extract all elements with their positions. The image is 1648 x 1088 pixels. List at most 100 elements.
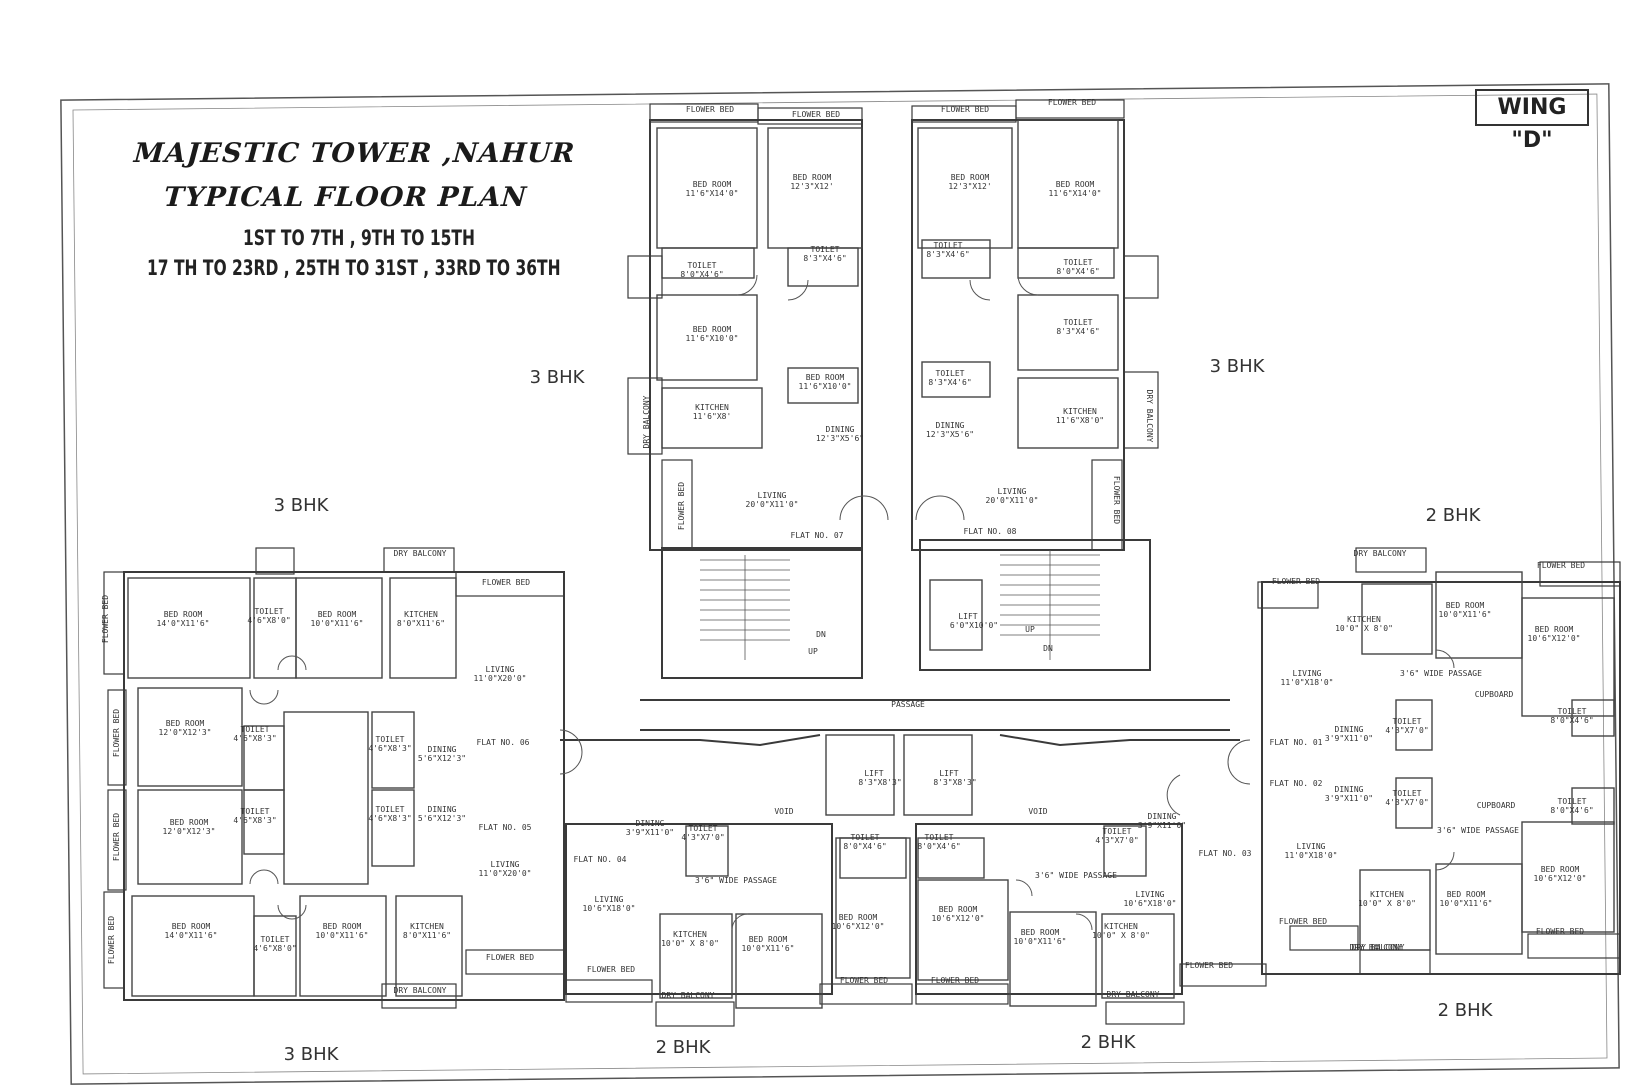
room-size: 8'3"X4'6" xyxy=(928,378,971,387)
stair-up-label: UP xyxy=(1025,625,1035,634)
lift-label: LIFT xyxy=(864,769,883,778)
room-name: DRY BALCONY xyxy=(642,395,651,448)
room-size: 4'6"X8'3" xyxy=(233,816,276,825)
room-size: 11'6"X8' xyxy=(693,412,732,421)
room-name: KITCHEN xyxy=(404,610,438,619)
room-size: 14'0"X11'6" xyxy=(157,619,210,628)
room-size: 10'0"X11'6" xyxy=(1014,937,1067,946)
room-size: 8'0"X4'6" xyxy=(917,842,960,851)
room-size: 3'9"X11'0" xyxy=(626,828,674,837)
room-name: FLOWER BED xyxy=(840,976,888,985)
room-name: TOILET xyxy=(1393,789,1422,798)
room-size: 10'0"X11'6" xyxy=(311,619,364,628)
room-label: FLOWER BED xyxy=(1536,927,1584,936)
inner-border xyxy=(72,93,1608,1075)
room-size: 3'9"X11'0" xyxy=(1325,734,1373,743)
bhk-labels: 3 BHK 3 BHK 3 BHK 3 BHK 2 BHK 2 BHK 2 BH… xyxy=(274,356,1494,1065)
room-label: DRY BALCONY xyxy=(1354,549,1407,558)
room-label: FLOWER BED xyxy=(931,976,979,985)
stair-dn-label: DN xyxy=(816,630,826,639)
room-name: KITCHEN xyxy=(695,403,729,412)
room-size: 5'6"X12'3" xyxy=(418,754,466,763)
room-size: 11'6"X8'0" xyxy=(1056,416,1104,425)
lift-size: 8'3"X8'3" xyxy=(933,778,976,787)
room-name: TOILET xyxy=(1558,797,1587,806)
room-name: BED ROOM xyxy=(749,935,788,944)
room-size: 11'6"X14'0" xyxy=(686,189,739,198)
room-name: DRY BALCONY xyxy=(394,986,447,995)
room-label: FLOWER BED xyxy=(1048,98,1096,107)
room-name: BED ROOM xyxy=(318,610,357,619)
room-size: 14'0"X11'6" xyxy=(165,931,218,940)
void-label: VOID xyxy=(1028,807,1047,816)
room-name: FLOWER BED xyxy=(587,965,635,974)
room-name: DRY BALCONY xyxy=(1350,943,1403,952)
room-name: TOILET xyxy=(925,833,954,842)
room-size: 11'6"X10'0" xyxy=(686,334,739,343)
room-name: FLOWER BED xyxy=(1536,927,1584,936)
room-name: DINING xyxy=(1335,785,1364,794)
room-name: DRY BALCONY xyxy=(662,991,715,1000)
plan-title: MAJESTIC TOWER ,NAHUR xyxy=(132,138,577,169)
room-label: FLOWER BED xyxy=(1185,961,1233,970)
room-size: 3'9"X11'0" xyxy=(1138,821,1186,830)
room-label: FLOWER BED xyxy=(840,976,888,985)
room-name: DRY BALCONY xyxy=(394,549,447,558)
room-label: DRY BALCONY xyxy=(394,986,447,995)
room-size: 10'0"X11'6" xyxy=(316,931,369,940)
room-name: FLOWER BED xyxy=(686,105,734,114)
room-size: 3'9"X11'0" xyxy=(1325,794,1373,803)
room-name: LIVING xyxy=(1293,669,1322,678)
flat-number: FLAT NO. 04 xyxy=(574,855,627,864)
floors-line-1: 1ST TO 7TH , 9TH TO 15TH xyxy=(243,226,475,250)
room-size: 12'0"X12'3" xyxy=(159,728,212,737)
room-size: 11'0"X18'0" xyxy=(1285,851,1338,860)
room-name: FLOWER BED xyxy=(107,916,116,964)
core-walls xyxy=(560,539,1240,816)
room-name: DINING xyxy=(826,425,855,434)
room-label: FLOWER BED xyxy=(101,595,110,643)
stair-up-label: UP xyxy=(808,647,818,656)
room-size: 8'0"X4'6" xyxy=(680,270,723,279)
room-name: TOILET xyxy=(241,725,270,734)
stair-2 xyxy=(1000,550,1100,660)
room-label: FLOWER BED xyxy=(107,916,116,964)
room-name: LIVING xyxy=(1297,842,1326,851)
room-label: FLOWER BED xyxy=(482,578,530,587)
room-name: FLOWER BED xyxy=(482,578,530,587)
room-label: FLOWER BED xyxy=(1537,561,1585,570)
room-size: 10'6"X18'0" xyxy=(583,904,636,913)
room-label: FLOWER BED xyxy=(1279,917,1327,926)
room-label: FLOWER BED xyxy=(941,105,989,114)
room-label: FLOWER BED xyxy=(587,965,635,974)
bhk-label: 3 BHK xyxy=(274,495,330,516)
room-size: 11'6"X14'0" xyxy=(1049,189,1102,198)
room-size: 10'6"X18'0" xyxy=(1124,899,1177,908)
room-size: 10'0"X11'6" xyxy=(1440,899,1493,908)
